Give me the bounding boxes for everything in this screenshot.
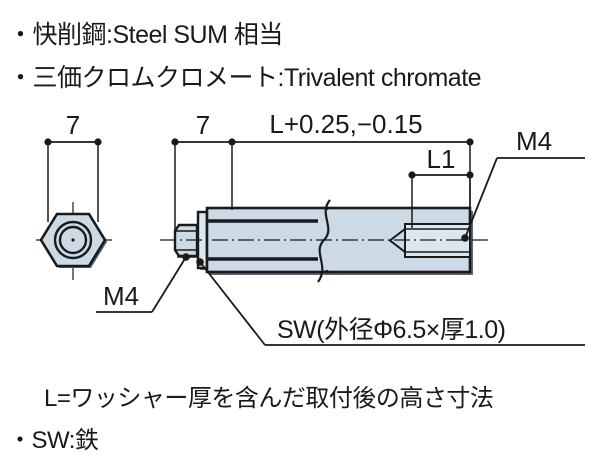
female-thread-leader-line [464,157,498,239]
male-thread-label: M4 [103,281,139,311]
stud-dim-dot-left [171,138,179,146]
stud-dim-dot-right [228,138,236,146]
washer-leader-line [199,261,266,346]
hex-center-dot [71,238,75,242]
male-thread-leader-dot [182,253,190,261]
material-spec-chromate: ・三価クロムクロメート:Trivalent chromate [8,64,481,92]
dimension-hex-across-flats: 7 [44,110,102,222]
hex-thread-outer-circle [53,220,93,260]
hex-dim-label: 7 [66,110,80,140]
washer-leader-dot [196,258,204,266]
standoff-side-view [160,199,492,283]
washer-label: SW(外径Φ6.5×厚1.0) [277,316,505,344]
l1-dim-dot-left [408,171,416,179]
callout-spring-washer: SW(外径Φ6.5×厚1.0) [196,258,585,346]
hex-dim-dot-right [94,138,102,146]
note-length-definition: L=ワッシャー厚を含んだ取付後の高さ寸法 [44,385,493,412]
overall-length-dim-label: L+0.25,−0.15 [269,109,422,139]
overall-dim-dot-right [466,138,474,146]
hex-dim-dot-left [44,138,52,146]
l1-dim-label: L1 [427,144,456,174]
hex-thread-inner-circle [58,225,88,255]
hex-end-view [36,202,112,280]
dimension-thread-depth: L1 [408,144,474,228]
male-thread-leader-line [151,256,187,313]
female-thread-label: M4 [516,126,552,156]
material-spec-steel: ・快削鋼:Steel SUM 相当 [8,21,283,49]
note-washer-material: ・SW:鉄 [8,427,99,454]
female-thread-leader-dot [461,234,469,242]
callout-female-thread: M4 [461,126,585,242]
callout-male-thread: M4 [96,253,190,313]
l1-dim-dot-right [466,171,474,179]
stud-length-dim-label: 7 [196,110,210,140]
